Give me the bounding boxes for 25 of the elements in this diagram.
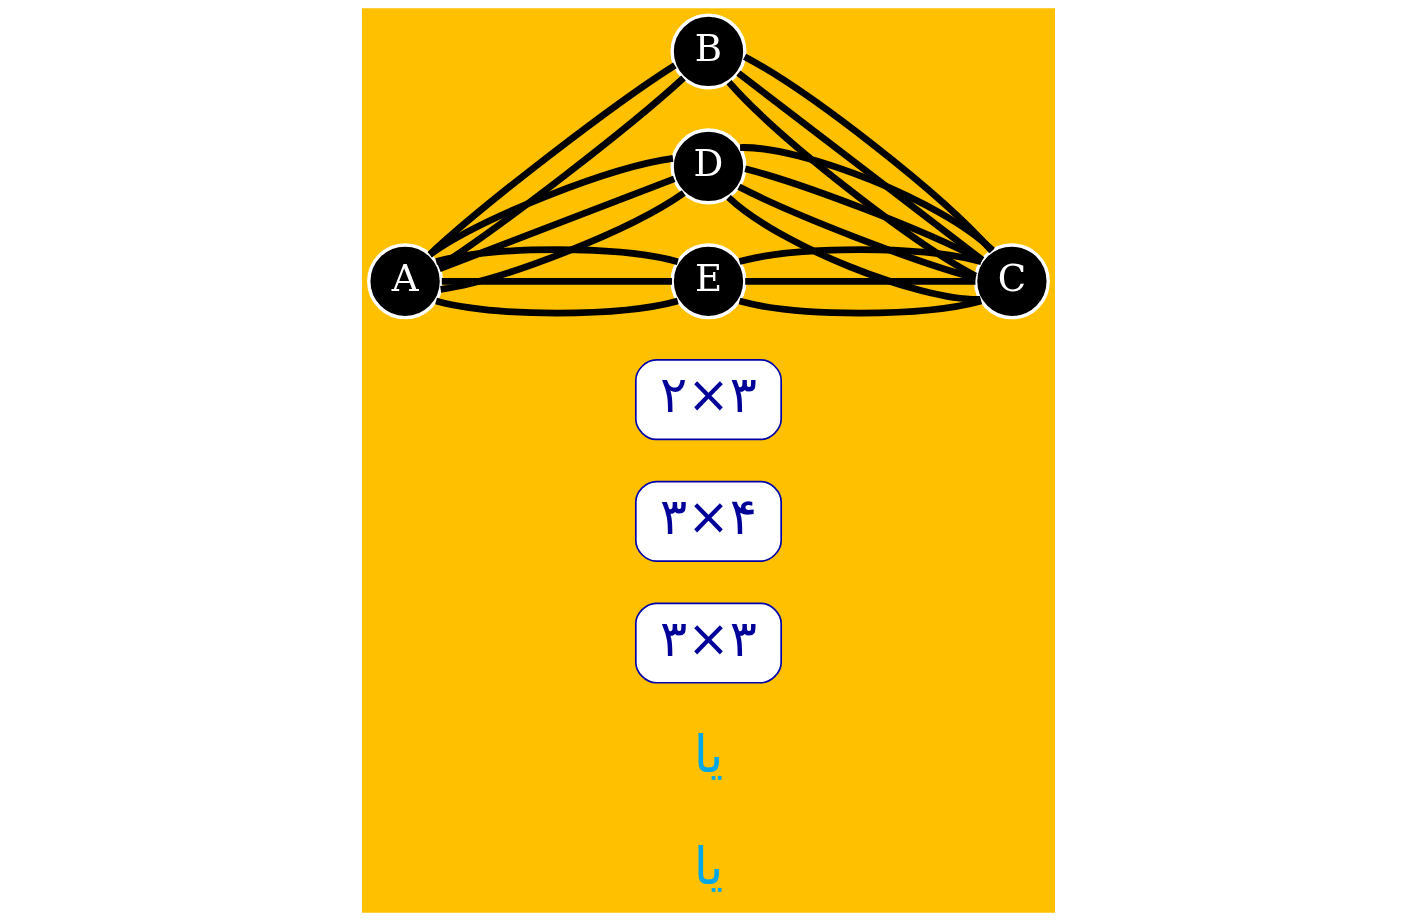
connector bbox=[434, 297, 679, 317]
label: یا bbox=[693, 836, 723, 896]
connector bbox=[436, 75, 686, 270]
node-box: ۳×۴ bbox=[634, 480, 782, 562]
connector bbox=[738, 297, 982, 317]
connector bbox=[439, 190, 686, 293]
node-box: ۲×۳ bbox=[634, 359, 782, 441]
node-box: ۳×۳ bbox=[634, 602, 782, 684]
connector bbox=[736, 183, 976, 282]
connector bbox=[725, 194, 980, 303]
node-circle: D bbox=[669, 128, 747, 205]
connector bbox=[738, 246, 982, 265]
node-circle: B bbox=[669, 13, 747, 90]
connector bbox=[427, 62, 677, 257]
connector bbox=[434, 246, 679, 265]
connector bbox=[441, 277, 672, 285]
connector bbox=[744, 277, 975, 285]
connector bbox=[437, 175, 675, 272]
node-circle: C bbox=[973, 243, 1050, 320]
label: یا bbox=[693, 725, 723, 785]
node-circle: E bbox=[669, 243, 747, 320]
connector bbox=[735, 70, 984, 263]
connector bbox=[739, 144, 995, 253]
node-circle: A bbox=[366, 243, 443, 320]
connector bbox=[427, 155, 674, 258]
